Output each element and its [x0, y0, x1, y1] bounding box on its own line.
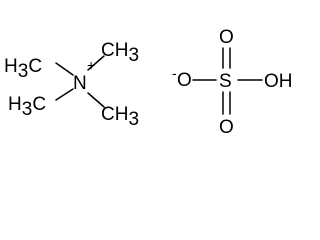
- bond-n-methyl-top-left: [55, 62, 74, 76]
- positive-charge: +: [87, 57, 95, 73]
- bond-n-methyl-bottom-left: [55, 88, 74, 101]
- oxygen-left: O: [177, 70, 192, 91]
- hydrogen-sulfate-anion: - O S O O OH: [172, 27, 293, 138]
- methyl-top-left-label: H3C: [4, 56, 42, 82]
- methyl-bottom-right-label: CH3: [101, 104, 139, 130]
- tetramethylammonium-cation: H3C H3C CH3 CH3 N +: [4, 40, 139, 130]
- nitrogen-atom: N: [73, 73, 87, 94]
- oxygen-bottom: O: [219, 117, 234, 138]
- oxygen-top: O: [219, 27, 234, 48]
- negative-charge: -: [172, 65, 177, 81]
- hydroxyl-group: OH: [264, 71, 293, 92]
- methyl-top-right-label: CH3: [101, 40, 139, 66]
- sulfur-atom: S: [219, 71, 232, 92]
- bond-n-methyl-top-right: [87, 55, 105, 71]
- bond-n-methyl-bottom-right: [87, 92, 105, 108]
- chemical-structure: H3C H3C CH3 CH3 N + - O S O O OH: [4, 27, 293, 138]
- methyl-bottom-left-label: H3C: [8, 94, 46, 120]
